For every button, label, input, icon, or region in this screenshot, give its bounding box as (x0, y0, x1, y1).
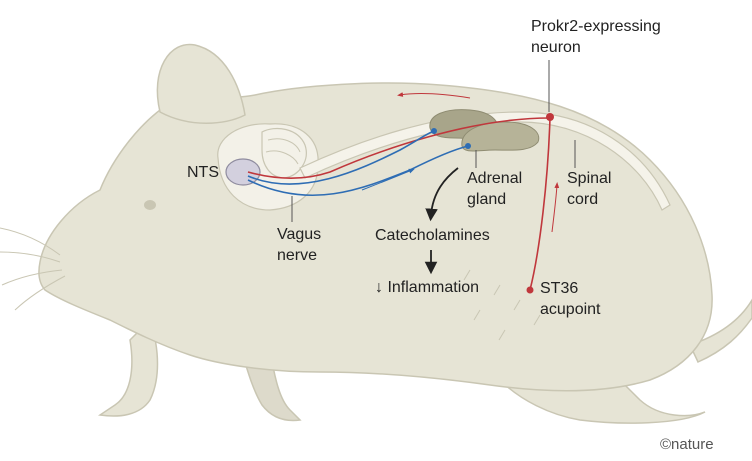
vagus-nerve-to-left (247, 130, 435, 185)
label-adrenal-line1: Adrenal (467, 170, 523, 187)
mouse-ear (156, 43, 246, 124)
label-prokr2-line1: Prokr2-expressing (531, 18, 661, 35)
red-pathway-leg (529, 117, 551, 291)
red-arrow-leg (551, 182, 560, 233)
catecholamine-arrow (425, 167, 459, 222)
label-vagus-line1: Vagus (277, 226, 322, 243)
vagus-nerve-to-right (247, 145, 469, 197)
prokr2-neuron-dot (546, 113, 554, 121)
vagus-endpoint-right (465, 143, 471, 149)
fur-marks (463, 269, 541, 341)
label-catecholamines: Catecholamines (375, 227, 490, 244)
label-st36-line1: ST36 (540, 280, 579, 297)
st36-dot (526, 286, 534, 294)
mouse-front-leg (97, 318, 159, 417)
vagus-endpoint-left (431, 128, 437, 134)
red-pathway-spine (247, 117, 551, 179)
label-inflammation: ↓ Inflammation (375, 279, 480, 296)
label-spinal-line1: Spinal (567, 170, 612, 187)
red-arrow-spine (397, 92, 471, 99)
mouse-tail (688, 298, 752, 363)
label-nts: NTS (187, 164, 219, 181)
nts-nucleus (225, 158, 261, 186)
label-spinal-line2: cord (567, 191, 599, 208)
label-st36-line2: acupoint (540, 301, 601, 318)
label-prokr2-line2: neuron (531, 39, 581, 56)
nature-credit: ©nature (660, 436, 714, 453)
eye (144, 200, 156, 210)
blue-arrow-direction (361, 168, 415, 191)
label-vagus-line2: nerve (277, 247, 318, 264)
whiskers (0, 227, 66, 311)
label-adrenal-line2: gland (467, 191, 507, 208)
